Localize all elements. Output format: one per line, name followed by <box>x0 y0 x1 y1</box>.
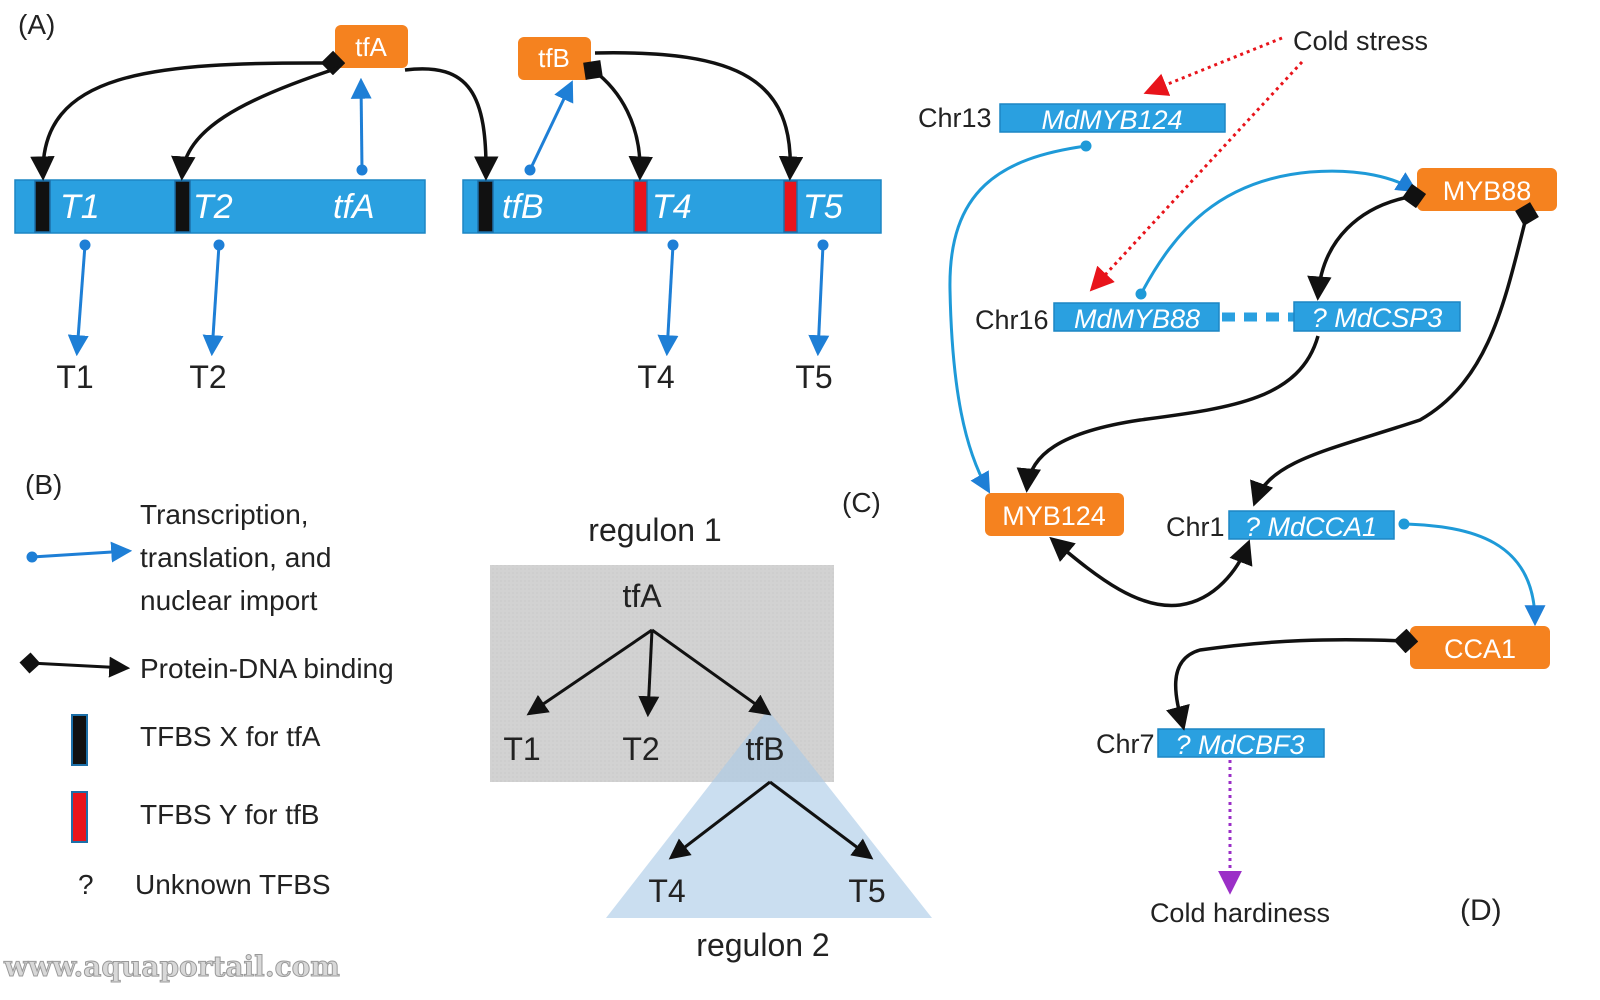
chr13-label: Chr13 <box>918 103 992 133</box>
product-t1: T1 <box>56 359 93 395</box>
regulon-tree-edges <box>526 628 874 860</box>
legend-tfbs-x-label: TFBS X for tfA <box>140 721 321 752</box>
regulon2-label: regulon 2 <box>696 927 829 963</box>
gene-mdmyb124-label: MdMYB124 <box>1041 105 1182 135</box>
gene-mdcbf3 <box>1157 728 1325 758</box>
expression-arrows-d <box>948 144 1546 627</box>
tree-node-t2: T2 <box>622 731 659 767</box>
legend-transcription-line3: nuclear import <box>140 585 318 616</box>
protein-tfa <box>335 25 408 68</box>
gene-mdcsp3-label: ? MdCSP3 <box>1312 303 1443 333</box>
tfbs-x-t1 <box>34 180 51 233</box>
gene-mdmyb124 <box>999 103 1226 133</box>
legend-unknown-label: Unknown TFBS <box>135 869 331 900</box>
cold-stress-arrows <box>1089 36 1304 292</box>
dna-strand-left <box>14 179 426 234</box>
legend-unknown-symbol: ? <box>78 869 94 900</box>
gene-mdcca1 <box>1228 510 1395 540</box>
protein-tfb-label: tfB <box>538 43 570 73</box>
legend-transcription-line2: translation, and <box>140 542 331 573</box>
legend-tfbs-y-label: TFBS Y for tfB <box>140 799 319 830</box>
protein-myb124 <box>985 493 1124 536</box>
binding-arrows-a <box>30 50 804 181</box>
legend-transcription-dot <box>26 551 38 563</box>
regulon2-triangle <box>606 710 932 918</box>
transcription-arrows-a <box>67 77 830 357</box>
tree-node-tfb: tfB <box>745 731 784 767</box>
dna-strand-right <box>462 179 882 234</box>
cold-stress-label: Cold stress <box>1293 26 1428 56</box>
legend-transcription-arrow <box>31 541 133 563</box>
gene-mdmyb88-label: MdMYB88 <box>1074 304 1200 334</box>
gene-t4: T4 <box>652 188 692 226</box>
panel-c-label: (C) <box>842 487 881 518</box>
panel-a-label: (A) <box>18 9 55 40</box>
tfbs-x-t2 <box>174 180 191 233</box>
chr1-label: Chr1 <box>1166 512 1225 542</box>
protein-myb88-label: MYB88 <box>1443 176 1532 206</box>
watermark: www.aquaportail.com <box>3 950 340 983</box>
panel-b-label: (B) <box>25 469 62 500</box>
expression-dots-d <box>1080 140 1410 530</box>
gene-t2: T2 <box>193 188 233 226</box>
panel-d-label: (D) <box>1460 894 1502 927</box>
gene-t1: T1 <box>60 188 100 226</box>
legend-binding-label: Protein-DNA binding <box>140 653 394 684</box>
protein-myb88 <box>1417 168 1557 211</box>
gene-tfa: tfA <box>333 188 375 226</box>
gene-mdcbf3-label: ? MdCBF3 <box>1175 730 1304 760</box>
legend-binding-arrow <box>19 652 131 678</box>
legend-tfbs-x-swatch <box>71 714 88 766</box>
protein-tfb <box>518 37 591 80</box>
gene-t5: T5 <box>803 188 843 226</box>
protein-tfa-label: tfA <box>355 32 387 62</box>
tree-node-t5: T5 <box>848 873 885 909</box>
product-t2: T2 <box>189 359 226 395</box>
chr7-label: Chr7 <box>1096 729 1155 759</box>
tree-node-tfa: tfA <box>622 578 662 614</box>
cold-hardiness-label: Cold hardiness <box>1150 898 1330 928</box>
tfbs-x-tfb <box>477 180 494 233</box>
gene-mdmyb88 <box>1053 302 1220 332</box>
tree-node-t4: T4 <box>648 873 685 909</box>
protein-myb124-label: MYB124 <box>1002 501 1106 531</box>
protein-cca1-label: CCA1 <box>1444 634 1516 664</box>
product-t5: T5 <box>795 359 832 395</box>
gene-mdcca1-label: ? MdCCA1 <box>1245 512 1377 542</box>
legend-transcription-line1: Transcription, <box>140 499 309 530</box>
transcription-dots-a <box>79 164 829 251</box>
chr16-label: Chr16 <box>975 305 1049 335</box>
product-t4: T4 <box>637 359 674 395</box>
tfbs-y-t5 <box>783 180 798 233</box>
tree-node-t1: T1 <box>503 731 540 767</box>
gene-tfb: tfB <box>502 188 544 226</box>
binding-arrows-d <box>1016 183 1539 731</box>
legend-tfbs-y-swatch <box>71 791 88 843</box>
regulon1-label: regulon 1 <box>588 512 721 548</box>
tfbs-y-t4 <box>633 180 648 233</box>
protein-cca1 <box>1410 626 1550 669</box>
